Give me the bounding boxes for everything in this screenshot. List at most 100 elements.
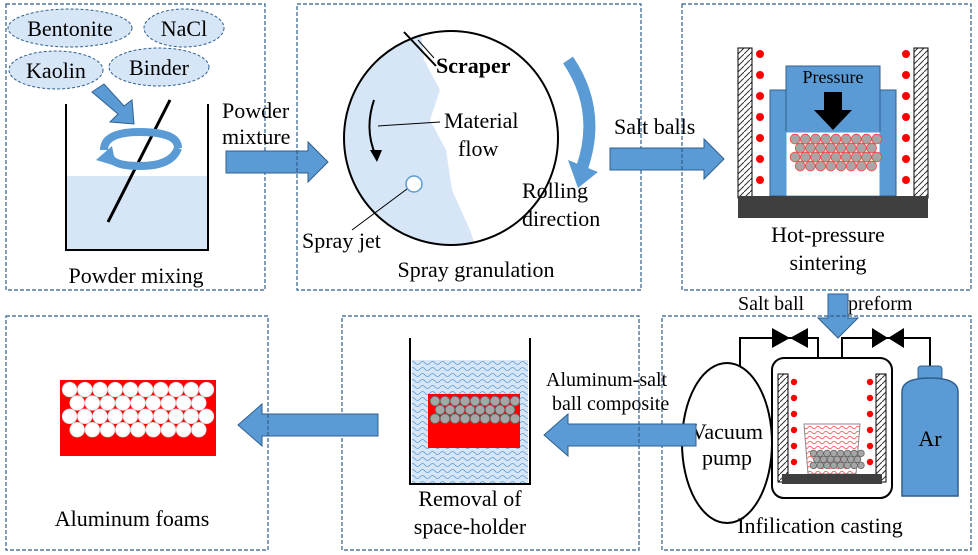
ingredient-oval-kaolin (8, 50, 104, 90)
argon-cylinder-icon (901, 377, 959, 497)
ball-icon (504, 404, 516, 416)
ball-icon (794, 142, 806, 154)
ball-icon (449, 395, 461, 407)
ball-icon (439, 395, 451, 407)
ball-icon (92, 381, 108, 398)
argon-label: Ar (918, 426, 942, 451)
ball-icon (820, 151, 831, 163)
ball-icon (856, 160, 867, 172)
ball-icon (99, 422, 116, 438)
ball-icon (183, 381, 199, 398)
rolling-arrow-icon (562, 56, 596, 170)
ball-icon (434, 404, 446, 416)
ball-icon (871, 133, 882, 145)
pressure-arrow-icon (814, 110, 852, 130)
ball-icon (850, 449, 858, 458)
ball-icon (866, 160, 877, 172)
left-arrow-icon (543, 412, 697, 458)
panel-border (5, 3, 266, 291)
ball-icon (843, 461, 852, 470)
ball-icon (851, 133, 862, 145)
ball-icon (99, 395, 116, 411)
caption-hot-pressure-line2: sintering (790, 250, 867, 275)
ball-icon (800, 151, 811, 163)
mold-wall-left (769, 89, 787, 197)
ball-icon (175, 395, 192, 411)
ball-icon (800, 133, 811, 145)
caption-infilication-casting: Infilication casting (737, 513, 903, 538)
caption-spray-granulation: Spray granulation (397, 257, 554, 282)
panel-border (296, 3, 642, 291)
ball-icon (499, 395, 511, 407)
heater-elements-left (756, 50, 764, 184)
arrow-to-foams (237, 402, 379, 448)
ball-icon (429, 395, 441, 407)
ball-icon (509, 413, 521, 424)
panel-infilication-casting: Vacuum pump Ar Infilication casting (661, 315, 972, 551)
arrow2-label: Salt balls (614, 114, 695, 139)
chamber-base (782, 474, 882, 484)
valve-right-icon (872, 328, 904, 348)
foam-pores (61, 381, 215, 438)
ball-icon (183, 408, 199, 425)
ball-icon (825, 142, 837, 154)
ball-icon (794, 160, 806, 172)
rolling-label-line1: Rolling (522, 178, 588, 203)
right-arrow-icon (225, 140, 329, 184)
ball-icon (494, 404, 506, 416)
spray-pointer-line (351, 188, 408, 231)
ball-icon (429, 413, 441, 424)
flow-label-line1: Material (444, 108, 519, 133)
ball-icon (850, 461, 858, 470)
ball-icon (489, 395, 501, 407)
ball-icon (145, 422, 161, 438)
ball-icon (77, 381, 93, 398)
scraper-pointer-line (417, 39, 435, 59)
panel-powder-mixing: Bentonite NaCl Kaolin Binder Powder mixi… (5, 3, 266, 291)
ball-icon (77, 408, 93, 425)
ball-icon (479, 413, 491, 424)
ball-icon (122, 408, 139, 425)
ball-icon (871, 151, 882, 163)
ingredient-oval-binder (108, 47, 210, 87)
ball-icon (825, 160, 837, 172)
ball-icon (816, 449, 824, 458)
ball-icon (815, 160, 826, 172)
granulation-drum-icon (343, 30, 559, 246)
arrow4-label-line2: ball composite (552, 393, 669, 415)
ball-icon (819, 455, 828, 464)
ball-icon (845, 142, 857, 154)
panel-removal-space-holder: Removal of space-holder (341, 315, 640, 551)
right-arrow-icon (609, 137, 725, 181)
ball-icon (823, 449, 831, 458)
ball-icon (833, 455, 841, 464)
caption-aluminum-foams: Aluminum foams (55, 506, 210, 531)
ball-icon (449, 413, 461, 424)
ball-icon (851, 151, 862, 163)
ball-icon (810, 133, 821, 145)
arrow4-label-line1: Aluminum-salt (546, 369, 668, 391)
heater-elements-right (902, 50, 910, 184)
ball-icon (809, 449, 818, 458)
ball-icon (479, 395, 491, 407)
panel-border (681, 3, 972, 291)
ball-icon (830, 133, 842, 145)
ball-icon (789, 151, 801, 163)
ball-icon (816, 461, 824, 470)
panel-spray-granulation: Scraper Material flow Spray jet Rolling … (296, 3, 642, 291)
flow-label-line2: flow (458, 136, 498, 161)
vacuum-label-line1: Vacuum (691, 419, 763, 444)
ball-icon (153, 408, 169, 425)
ball-icon (835, 160, 847, 172)
ball-icon (856, 142, 867, 154)
ball-icon (160, 422, 177, 438)
ball-icon (145, 395, 161, 411)
ingredient-oval-bentonite (7, 8, 133, 48)
ball-icon (830, 151, 842, 163)
ball-icon (857, 461, 865, 470)
ball-icon (122, 381, 139, 398)
ball-icon (168, 381, 184, 398)
ball-icon (857, 449, 865, 458)
ball-icon (836, 461, 845, 470)
